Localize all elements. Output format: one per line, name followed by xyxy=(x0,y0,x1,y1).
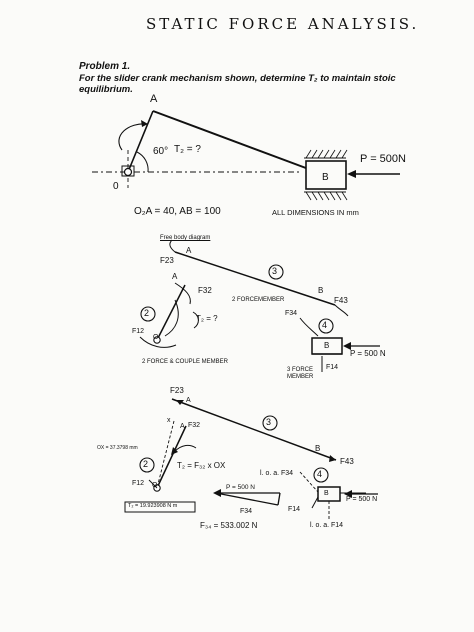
fbd2-label-a2: A xyxy=(180,423,185,430)
fbd1-rod-3 xyxy=(174,251,336,306)
label-angle: 60° xyxy=(153,146,169,157)
fbd1-title: Free body diagram xyxy=(160,235,211,241)
fbd2-label-loa1: l. o. a. F34 xyxy=(260,470,294,477)
label-torque: T₂ = ? xyxy=(174,144,201,155)
fbd1-label-f23: F23 xyxy=(160,256,174,265)
fbd1-label-circle2: 2 xyxy=(144,308,150,318)
fbd1-label-f14: F14 xyxy=(326,364,339,371)
fbd2-label-p-arrow: P = 500 N xyxy=(226,484,255,491)
fbd1-label-f32: F32 xyxy=(198,286,212,295)
fbd2-rod-3 xyxy=(171,398,337,461)
fbd2-label-loa2: l. o. a. F14 xyxy=(310,522,344,529)
guide-hatching xyxy=(305,149,348,201)
fbd2-label-f32: F32 xyxy=(188,422,201,429)
fbd2-label-circle4: 4 xyxy=(317,469,323,479)
fbd2-label-t2: T₂ = F₃₂ x OX xyxy=(177,461,226,470)
fbd2-label-circle2: 2 xyxy=(143,459,149,469)
fbd2-label-b: B xyxy=(315,444,321,453)
problem-statement-line1: For the slider crank mechanism shown, de… xyxy=(79,73,396,84)
fbd2-label-b-block: B xyxy=(324,490,329,497)
fbd2-circle-2 xyxy=(139,457,155,473)
fbd1-label-p: P = 500 N xyxy=(350,349,386,358)
connecting-rod xyxy=(152,110,323,175)
problem-statement-line2: equilibrium. xyxy=(79,84,133,95)
fbd2-label-ox: OX = 37.3798 mm xyxy=(97,445,138,451)
fbd2-label-t2-value: T₂ = 19.923908 N m xyxy=(128,503,178,509)
label-units: ALL DIMENSIONS IN mm xyxy=(272,208,359,217)
handwritten-title: STATIC FORCE ANALYSIS. xyxy=(146,15,420,33)
fbd1-label-three-force-2: MEMBER xyxy=(287,374,314,380)
fbd2-label-f34-value: F₃₄ = 533.002 N xyxy=(200,521,258,530)
label-point-b: B xyxy=(322,172,329,183)
fbd1-circle-4 xyxy=(318,318,334,334)
fbd1-label-two-force-couple: 2 FORCE & COUPLE MEMBER xyxy=(142,359,229,365)
fbd1-label-two-force: 2 FORCEMEMBER xyxy=(232,297,285,303)
fbd2-label-f12: F12 xyxy=(132,480,145,487)
fbd1-label-o: O xyxy=(153,334,159,341)
fbd1-label-circle3: 3 xyxy=(272,266,278,276)
fbd2-label-a1: A xyxy=(186,397,191,404)
label-origin: 0 xyxy=(113,181,119,192)
fbd1-label-a1: A xyxy=(186,246,192,255)
crank-link xyxy=(127,110,154,173)
fbd2-label-circle3: 3 xyxy=(266,417,272,427)
fbd1-circle-2 xyxy=(140,306,156,322)
fbd2-crank-2 xyxy=(156,425,187,489)
fbd1-label-t2: T₂ = ? xyxy=(196,314,218,323)
fbd1-label-f12: F12 xyxy=(132,328,145,335)
label-load: P = 500N xyxy=(360,153,406,165)
fbd2-circle-4 xyxy=(313,467,329,483)
fbd2-label-f14: F14 xyxy=(288,506,301,513)
fbd2-label-o: O xyxy=(152,482,158,489)
fbd1-label-b-block: B xyxy=(324,341,330,350)
fbd1-label-b: B xyxy=(318,286,324,295)
slider-block xyxy=(305,160,347,190)
fbd2-slider-block xyxy=(317,486,341,502)
fbd2-circle-3 xyxy=(262,415,278,431)
fbd1-label-three-force-1: 3 FORCE xyxy=(287,367,314,373)
problem-label: Problem 1. xyxy=(79,61,131,72)
fbd2-label-x: x xyxy=(167,417,171,424)
angle-arc xyxy=(136,151,149,173)
fbd2-t2-box xyxy=(124,501,196,513)
label-point-a: A xyxy=(150,93,158,105)
fbd1-crank-2 xyxy=(156,284,186,341)
fbd2-label-f34: F34 xyxy=(240,508,253,515)
fbd1-label-circle4: 4 xyxy=(322,320,328,330)
fbd1-label-f34: F34 xyxy=(285,310,298,317)
fbd2-label-p-block: P = 500 N xyxy=(346,496,378,503)
fbd1-label-a2: A xyxy=(172,272,178,281)
fbd2-label-f43: F43 xyxy=(340,457,354,466)
fbd1-circle-3 xyxy=(268,264,284,280)
fbd1-label-f43: F43 xyxy=(334,296,348,305)
label-dimensions: O₂A = 40, AB = 100 xyxy=(134,206,221,217)
fbd2-label-f23: F23 xyxy=(170,386,184,395)
